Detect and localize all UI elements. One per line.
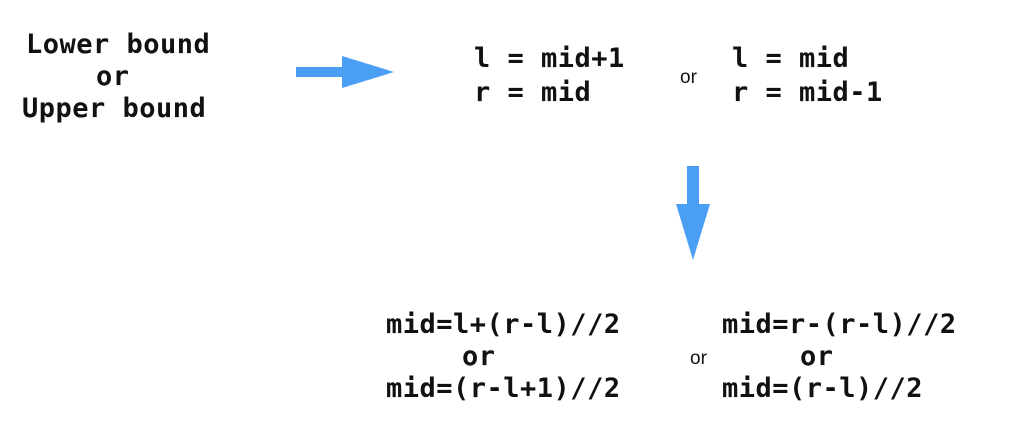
mid-formula-right-or: or [800,341,834,372]
mid-formula-left-or: or [462,341,496,372]
down-arrow-icon [676,166,710,260]
update-rule-separator: or [680,67,697,88]
mid-formula-left-line3: mid=(r-l+1)//2 [386,373,621,404]
update-rule-right-line1: l = mid [732,43,850,74]
bound-choice-line1: Lower bound [26,29,211,60]
mid-formula-right-line1: mid=r-(r-l)//2 [722,309,957,340]
right-arrow-icon [296,56,394,88]
bound-choice-or: or [96,61,130,92]
update-rule-left-line2: r = mid [474,77,592,108]
bound-choice-line3: Upper bound [22,93,207,124]
mid-formula-separator: or [690,348,707,369]
update-rule-right-line2: r = mid-1 [732,77,883,108]
mid-formula-left-line1: mid=l+(r-l)//2 [386,309,621,340]
update-rule-left-line1: l = mid+1 [474,43,625,74]
mid-formula-right-line3: mid=(r-l)//2 [722,373,924,404]
